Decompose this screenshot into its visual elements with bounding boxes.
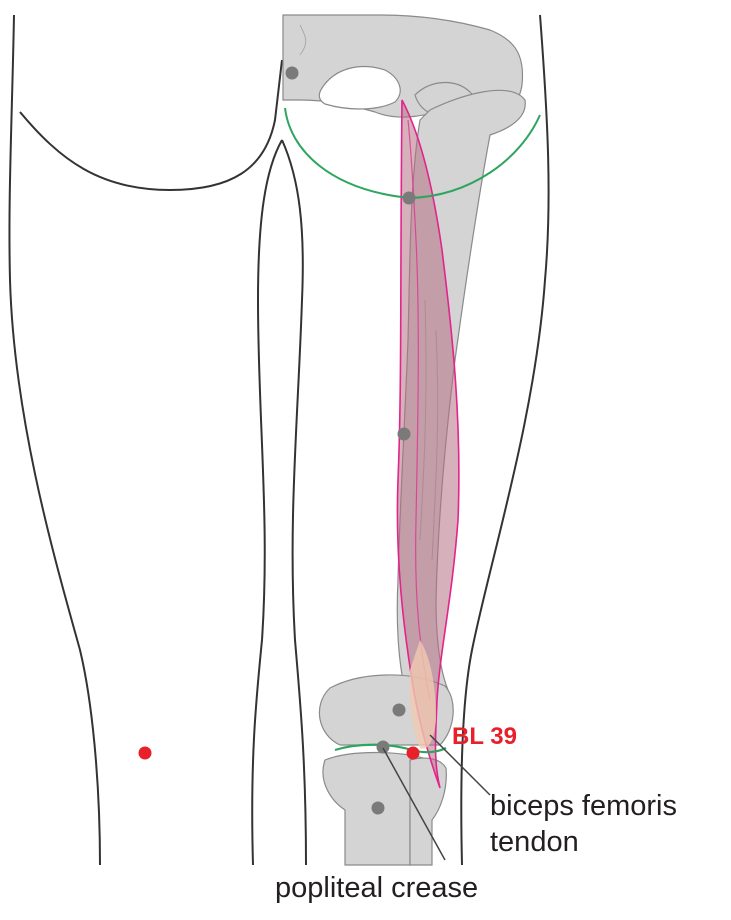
landmark-gluteal-fold [403, 192, 416, 205]
left-leg [9, 15, 282, 865]
tendon-label-line1: biceps femoris [490, 790, 677, 822]
inner-thigh-contour-right [282, 140, 306, 865]
left-buttock-curve [20, 60, 282, 190]
landmark-crease-center [377, 741, 390, 754]
acupoint-left-marker [139, 747, 152, 760]
crease-label: popliteal crease [275, 872, 478, 904]
landmark-mid-thigh [398, 428, 411, 441]
landmark-knee [393, 704, 406, 717]
inner-thigh-contour [252, 140, 282, 865]
tendon-label-line2: tendon [490, 826, 579, 858]
acupoint-bl39-marker [407, 747, 420, 760]
fibula [410, 758, 446, 865]
landmark-tibia [372, 802, 385, 815]
landmark-ischial [286, 67, 299, 80]
left-leg-outer-contour [9, 15, 100, 865]
bl39-label: BL 39 [452, 723, 517, 750]
